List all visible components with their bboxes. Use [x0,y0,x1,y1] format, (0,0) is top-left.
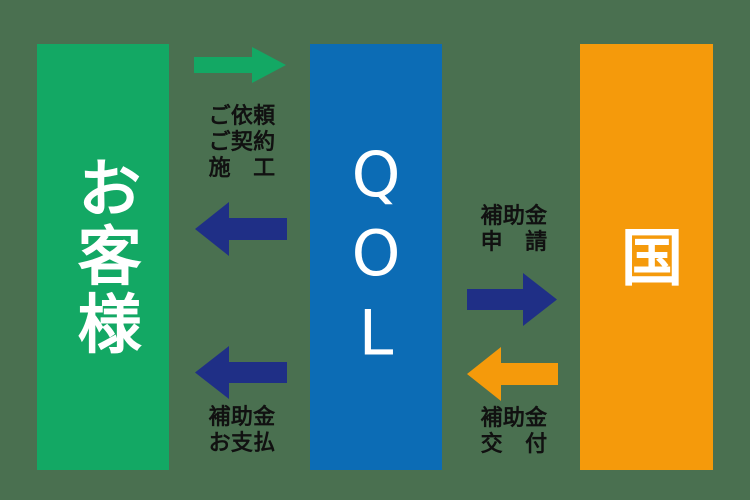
arrow-left-delivery-icon [195,202,287,256]
pillar-qol: QOL [310,44,442,470]
arrow-right-subsidy-application-icon [467,273,557,326]
arrow-right-request-icon [194,47,286,83]
flow-label-request: ご依頼 ご契約 施 工 [208,104,276,181]
pillar-customer: お客様 [37,44,169,470]
pillar-customer-label: お客様 [66,155,141,359]
flow-label-subsidy-payment: 補助金 お支払 [208,405,276,456]
flow-label-subsidy-grant: 補助金 交 付 [480,406,548,457]
arrow-left-subsidy-payment-icon [195,346,287,399]
pillar-nation: 国 [580,44,713,470]
flow-label-subsidy-application: 補助金 申 請 [480,204,548,255]
arrow-left-subsidy-grant-icon [467,347,558,401]
pillar-nation-label: 国 [610,225,684,289]
pillar-qol-label: QOL [339,138,413,376]
